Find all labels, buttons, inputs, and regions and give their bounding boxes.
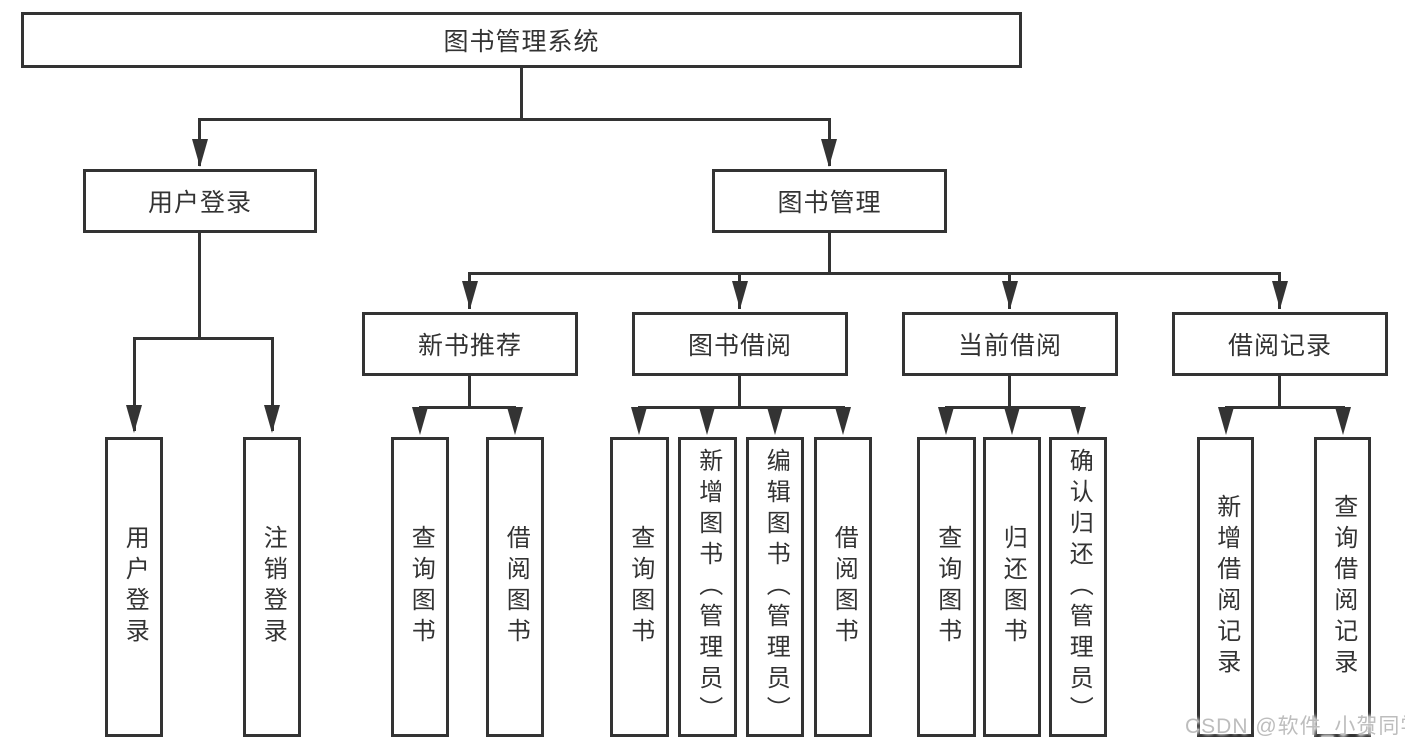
node-new-book-recommend-label: 新书推荐 xyxy=(417,332,522,360)
node-root: 图书管理系统 xyxy=(21,12,1022,68)
connector-line xyxy=(468,373,471,409)
leaf-records-query-record: 查询借阅记录 xyxy=(1314,437,1371,737)
node-book-borrow-label: 图书借阅 xyxy=(687,332,792,360)
arrow-down-icon xyxy=(192,139,208,167)
leaf-current-confirm-return-label: 确认归还（管理员） xyxy=(1065,447,1093,727)
arrow-down-icon xyxy=(1004,407,1020,435)
leaf-newbooks-query-books: 查询图书 xyxy=(391,437,449,737)
arrow-down-icon xyxy=(732,281,748,309)
node-new-book-recommend: 新书推荐 xyxy=(362,312,578,376)
arrow-down-icon xyxy=(1002,281,1018,309)
node-user-login-label: 用户登录 xyxy=(147,189,252,217)
node-user-login: 用户登录 xyxy=(83,169,317,233)
leaf-current-query-books-label: 查询图书 xyxy=(933,525,961,649)
node-borrow-records: 借阅记录 xyxy=(1172,312,1388,376)
arrow-down-icon xyxy=(507,407,523,435)
arrow-down-icon xyxy=(1335,407,1351,435)
leaf-logout: 注销登录 xyxy=(243,437,301,737)
connector-line xyxy=(198,118,831,121)
connector-line xyxy=(133,337,136,431)
leaf-borrow-add-books-label: 新增图书（管理员） xyxy=(694,447,722,727)
arrow-down-icon xyxy=(1272,281,1288,309)
connector-line xyxy=(1008,373,1011,409)
leaf-borrow-borrow-books-label: 借阅图书 xyxy=(830,525,858,649)
connector-line xyxy=(271,337,274,431)
arrow-down-icon xyxy=(126,405,142,433)
connector-line xyxy=(133,337,273,340)
arrow-down-icon xyxy=(462,281,478,309)
arrow-down-icon xyxy=(821,139,837,167)
watermark-text: CSDN @软件_小贺同学 xyxy=(1185,715,1405,738)
connector-line xyxy=(638,406,845,409)
connector-line xyxy=(468,272,1281,275)
arrow-down-icon xyxy=(631,407,647,435)
arrow-down-icon xyxy=(264,405,280,433)
arrow-down-icon xyxy=(835,407,851,435)
leaf-newbooks-query-books-label: 查询图书 xyxy=(407,525,435,649)
leaf-borrow-add-books: 新增图书（管理员） xyxy=(678,437,737,737)
leaf-current-confirm-return: 确认归还（管理员） xyxy=(1049,437,1107,737)
connector-line xyxy=(198,233,201,337)
connector-line xyxy=(520,65,523,118)
leaf-current-query-books: 查询图书 xyxy=(917,437,976,737)
leaf-logout-label: 注销登录 xyxy=(259,525,287,649)
leaf-records-add-record: 新增借阅记录 xyxy=(1197,437,1254,737)
arrow-down-icon xyxy=(1218,407,1234,435)
leaf-borrow-edit-books-label: 编辑图书（管理员） xyxy=(762,447,790,727)
leaf-borrow-edit-books: 编辑图书（管理员） xyxy=(746,437,804,737)
arrow-down-icon xyxy=(412,407,428,435)
connector-line xyxy=(419,406,516,409)
leaf-borrow-query-books: 查询图书 xyxy=(610,437,669,737)
node-book-management-label: 图书管理 xyxy=(777,189,882,217)
leaf-records-query-record-label: 查询借阅记录 xyxy=(1329,494,1357,680)
node-book-management: 图书管理 xyxy=(712,169,947,233)
arrow-down-icon xyxy=(1070,407,1086,435)
leaf-current-return-books-label: 归还图书 xyxy=(999,525,1027,649)
leaf-user-login-label: 用户登录 xyxy=(121,525,149,649)
connector-line xyxy=(1278,373,1281,409)
leaf-user-login: 用户登录 xyxy=(105,437,163,737)
node-borrow-records-label: 借阅记录 xyxy=(1227,332,1332,360)
leaf-newbooks-borrow-books: 借阅图书 xyxy=(486,437,544,737)
node-root-label: 图书管理系统 xyxy=(443,28,600,56)
connector-line xyxy=(1225,406,1345,409)
leaf-borrow-query-books-label: 查询图书 xyxy=(626,525,654,649)
leaf-current-return-books: 归还图书 xyxy=(983,437,1041,737)
connector-line xyxy=(828,230,831,272)
arrow-down-icon xyxy=(767,407,783,435)
arrow-down-icon xyxy=(938,407,954,435)
leaf-records-add-record-label: 新增借阅记录 xyxy=(1212,494,1240,680)
node-book-borrow: 图书借阅 xyxy=(632,312,848,376)
node-current-borrow-label: 当前借阅 xyxy=(957,332,1062,360)
arrow-down-icon xyxy=(699,407,715,435)
connector-line xyxy=(738,373,741,409)
node-current-borrow: 当前借阅 xyxy=(902,312,1118,376)
leaf-newbooks-borrow-books-label: 借阅图书 xyxy=(502,525,530,649)
leaf-borrow-borrow-books: 借阅图书 xyxy=(814,437,872,737)
